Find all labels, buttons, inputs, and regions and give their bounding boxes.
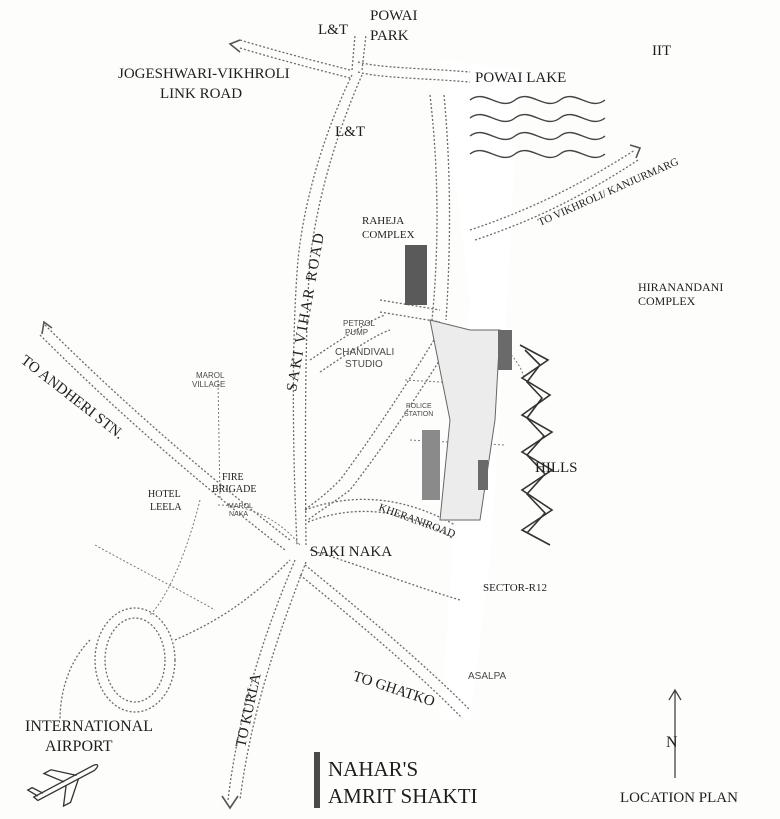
label-raheja-2: COMPLEX: [362, 229, 415, 241]
project-title-1: NAHAR'S: [328, 757, 418, 781]
airport-loop: [104, 617, 166, 703]
label-to-kurla: TO KURLA: [233, 672, 264, 749]
label-fire-brigade-1: FIRE: [222, 472, 244, 483]
label-jvlr-2: LINK ROAD: [160, 86, 242, 102]
label-petrol-pump-1: PETROL: [343, 319, 376, 328]
label-marol-village-2: VILLAGE: [192, 380, 225, 389]
label-hotel-leela-1: HOTEL: [148, 489, 181, 500]
east-block: [498, 330, 512, 370]
label-jvlr-1: JOGESHWARI-VIKHROLI: [118, 66, 290, 82]
kurla-road: [227, 559, 296, 801]
jvlr-road: [239, 39, 351, 71]
label-petrol-pump-2: PUMP: [345, 328, 368, 337]
project-title-2: AMRIT SHAKTI: [328, 784, 478, 808]
label-iit: IIT: [652, 43, 671, 59]
label-sector: SECTOR-R12: [483, 582, 547, 594]
label-hiranandani-1: HIRANANDANI: [638, 280, 723, 294]
label-chandivali-2: STUDIO: [345, 359, 383, 370]
label-powai-lake: POWAI LAKE: [475, 70, 566, 86]
label-chandivali-1: CHANDIVALI: [335, 347, 394, 358]
arrow-jvlr: [228, 39, 241, 53]
label-police-station-2: STATION: [404, 411, 433, 418]
label-hiranandani-2: COMPLEX: [638, 294, 696, 308]
label-saki-naka: SAKI NAKA: [310, 544, 392, 560]
label-police-station-1: POLICE: [406, 403, 432, 410]
label-hills: HILLS: [535, 460, 578, 476]
label-to-ghatkopar: TO GHATKO: [351, 669, 437, 711]
vikhroli-road: [469, 149, 636, 231]
label-marol-village-1: MAROL: [196, 371, 225, 380]
powai-lake-waves: [469, 95, 606, 159]
label-lt-mid: L&T: [335, 124, 365, 140]
raheja-complex-block: [405, 245, 427, 305]
north-label: N: [666, 734, 678, 751]
north-arrow-icon: [668, 688, 682, 778]
project-site-block: [422, 430, 440, 500]
saki-vihar-road: [292, 74, 353, 546]
label-airport-1: INTERNATIONAL: [25, 718, 153, 735]
label-airport-2: AIRPORT: [45, 738, 113, 755]
location-plan-label: LOCATION PLAN: [620, 790, 738, 806]
label-powai-park-1: POWAI: [370, 8, 418, 24]
project-title-bar: [314, 752, 320, 808]
label-powai-park-2: PARK: [370, 28, 409, 44]
label-raheja-1: RAHEJA: [362, 215, 404, 227]
label-asalpa: ASALPA: [468, 671, 506, 682]
label-marol-naka-2: NAKA: [229, 511, 248, 518]
label-fire-brigade-2: BRIGADE: [212, 484, 256, 495]
hills-zigzag: [519, 344, 554, 546]
label-hotel-leela-2: LEELA: [150, 502, 182, 513]
label-lt-top: L&T: [318, 22, 348, 38]
airplane-icon: [26, 764, 99, 808]
label-marol-naka-1: MAROL: [228, 503, 253, 510]
ghatkopar-road: [304, 564, 471, 711]
